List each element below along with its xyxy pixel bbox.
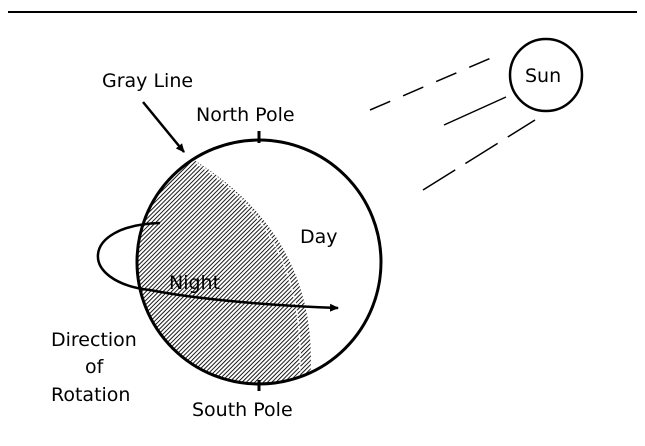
direction-label-line3: Rotation — [51, 384, 130, 406]
sun-label: Sun — [525, 65, 561, 87]
day-label: Day — [300, 226, 338, 248]
gray-line-pointer-arrow — [143, 102, 184, 152]
night-label: Night — [169, 272, 220, 294]
sun-ray — [370, 55, 498, 110]
north-pole-label: North Pole — [196, 104, 295, 126]
sun-ray — [423, 120, 535, 190]
direction-label-line2: of — [85, 356, 105, 378]
night-shade — [120, 140, 311, 400]
direction-label-line1: Direction — [51, 329, 137, 351]
south-pole-label: South Pole — [192, 399, 293, 421]
sun-ray — [444, 97, 506, 125]
gray-line-label: Gray Line — [102, 70, 193, 92]
